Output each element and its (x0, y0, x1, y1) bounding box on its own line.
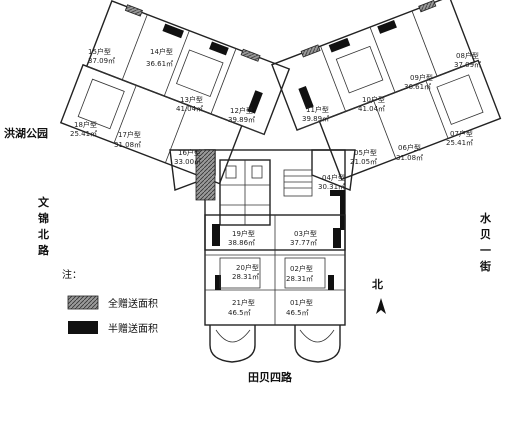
unit-area-10: 41.04㎡ (358, 105, 385, 113)
unit-area-18: 25.41㎡ (70, 130, 97, 138)
svg-text:北: 北 (38, 227, 49, 241)
unit-label-05: 05户型 (354, 148, 377, 157)
unit-area-02: 28.31㎡ (286, 275, 313, 283)
unit-label-15: 15户型 (88, 47, 111, 56)
svg-text:一: 一 (480, 244, 491, 257)
unit-area-07: 25.41㎡ (446, 139, 473, 147)
unit-label-09: 09户型 (410, 73, 433, 82)
unit-label-06: 06户型 (398, 143, 421, 152)
unit-label-02: 02户型 (290, 264, 313, 273)
street-label-park: 洪湖公园 (4, 126, 48, 140)
street-label-south-road: 田贝四路 (248, 370, 293, 384)
unit-label-16: 16户型 (178, 148, 201, 157)
street-label-east-street: 水 贝 一 街 (479, 211, 492, 273)
unit-area-15: 37.09㎡ (88, 57, 115, 65)
unit-area-08: 37.09㎡ (454, 61, 481, 69)
unit-area-03: 37.77㎡ (290, 239, 317, 247)
unit-label-07: 07户型 (450, 129, 473, 138)
svg-text:北: 北 (372, 277, 383, 291)
unit-label-04: 04户型 (322, 173, 345, 182)
unit-label-14: 14户型 (150, 47, 173, 56)
unit-area-01: 46.5㎡ (286, 309, 309, 317)
svg-text:街: 街 (479, 259, 491, 273)
unit-area-12: 39.89㎡ (228, 116, 255, 124)
unit-label-11: 11户型 (306, 105, 329, 114)
unit-label-10: 10户型 (362, 95, 385, 104)
svg-text:水: 水 (480, 211, 492, 225)
north-arrow: 北 (372, 277, 386, 314)
street-label-west-road: 文 锦 北 路 (38, 195, 50, 257)
svg-text:贝: 贝 (480, 228, 491, 241)
svg-text:锦: 锦 (38, 211, 49, 225)
legend-title: 注： (62, 268, 82, 281)
unit-area-09: 36.61㎡ (404, 83, 431, 91)
unit-label-18: 18户型 (74, 120, 97, 129)
unit-labels: 15户型 37.09㎡ 14户型 36.61㎡ 13户型 41.04㎡ 12户型… (70, 47, 481, 317)
unit-area-13: 41.04㎡ (176, 105, 203, 113)
legend-label-half: 半赠送面积 (108, 322, 158, 335)
right-wing (271, 0, 502, 181)
unit-label-01: 01户型 (290, 298, 313, 307)
legend-label-full: 全赠送面积 (108, 297, 158, 310)
unit-label-17: 17户型 (118, 130, 141, 139)
legend-swatch-half (68, 321, 98, 334)
unit-label-08: 08户型 (456, 51, 479, 60)
unit-label-20: 20户型 (236, 263, 259, 272)
unit-label-19: 19户型 (232, 229, 255, 238)
svg-text:文: 文 (38, 195, 50, 209)
legend: 注： 全赠送面积 半赠送面积 (62, 268, 158, 335)
unit-area-11: 39.89㎡ (302, 115, 329, 123)
lower-tower (204, 214, 346, 363)
unit-label-12: 12户型 (230, 106, 253, 115)
left-wing (59, 0, 291, 185)
unit-label-21: 21户型 (232, 298, 255, 307)
unit-area-06: 31.08㎡ (396, 154, 423, 162)
unit-area-05: 21.05㎡ (350, 158, 377, 166)
unit-area-19: 38.86㎡ (228, 239, 255, 247)
legend-swatch-full (67, 295, 99, 310)
central-spine (195, 149, 346, 251)
unit-area-20: 28.31㎡ (232, 273, 259, 281)
unit-label-03: 03户型 (294, 229, 317, 238)
unit-area-17: 31.08㎡ (114, 141, 141, 149)
unit-area-21: 46.5㎡ (228, 309, 251, 317)
unit-area-04: 30.31㎡ (318, 183, 345, 191)
unit-label-13: 13户型 (180, 95, 203, 104)
unit-area-16: 33.00㎡ (174, 158, 201, 166)
unit-area-14: 36.61㎡ (146, 60, 173, 68)
svg-text:路: 路 (38, 243, 50, 257)
